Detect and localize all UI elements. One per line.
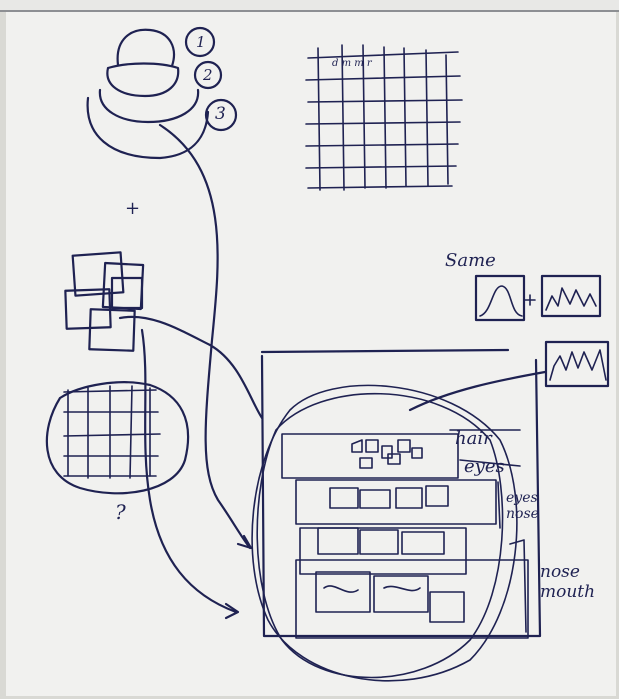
- plus-label: +: [125, 198, 141, 219]
- circle-1-label: 1: [196, 33, 206, 51]
- numbered-circles: [184, 26, 238, 132]
- large-grid: [305, 44, 463, 191]
- nose-mouth-label: nose mouth: [540, 562, 596, 602]
- same-label: Same: [445, 250, 496, 271]
- comparison-images: [474, 274, 610, 388]
- eyes-nose-label: eyes nose: [506, 490, 539, 522]
- connector-arrows: [118, 123, 547, 620]
- stacked-bowls: [86, 28, 210, 160]
- circled-grid: [45, 381, 190, 495]
- composite-face-frame: [251, 348, 542, 682]
- question-label: ?: [115, 500, 126, 524]
- circle-3-label: 3: [215, 104, 226, 124]
- circle-2-label: 2: [203, 66, 213, 84]
- paper-sheet: [6, 12, 616, 696]
- grid-header-label: d m m r: [332, 58, 372, 69]
- hair-label: hair: [455, 428, 492, 449]
- screen-top-edge: [0, 0, 619, 12]
- overlapping-squares: [64, 251, 145, 352]
- eyes-label: eyes: [464, 456, 505, 477]
